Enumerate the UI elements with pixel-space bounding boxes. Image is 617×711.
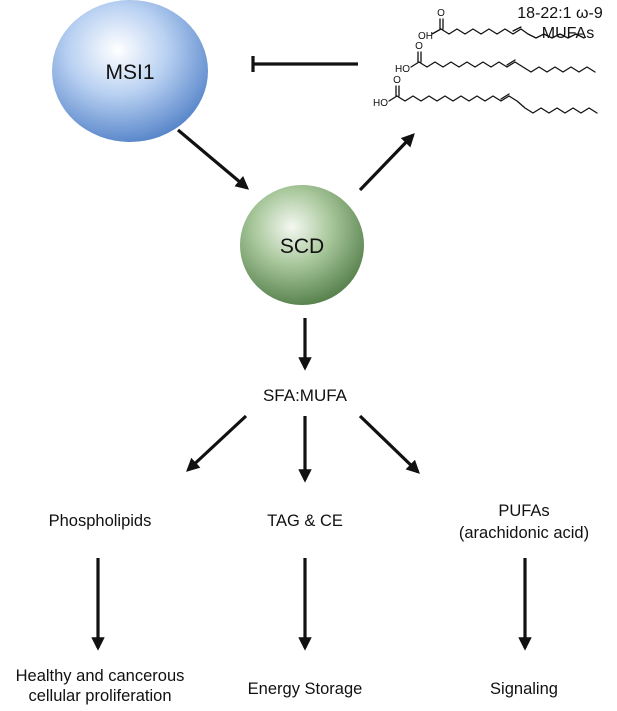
arrow-ratio-to-pufas [358,414,420,474]
scd-circle [240,185,364,305]
mufa3-ho: HO [373,98,388,109]
mufa1-carbonyl-o: O [437,8,445,19]
mufas-label-line2: MUFAs [542,25,594,42]
signaling-label: Signaling [490,680,558,698]
inhibition-line [251,56,358,72]
mufa1-oh: OH [418,31,433,42]
energy-storage-label: Energy Storage [248,680,363,698]
proliferation-label-line2: cellular proliferation [28,687,171,705]
arrow-scd-to-mufas [358,133,415,192]
mufa-structure-3: O HO [373,75,598,114]
pufas-sublabel: (arachidonic acid) [459,524,589,542]
tag-ce-label: TAG & CE [267,512,343,530]
mufa2-ho: HO [395,64,410,75]
mufas-label-line1: 18-22:1 ω-9 [517,5,603,22]
arrow-ratio-to-phospholipids [186,414,248,472]
proliferation-label-line1: Healthy and cancerous [16,667,185,685]
msi1-circle [52,0,208,142]
scd-node: SCD [240,185,364,305]
mufa-structure-1: O OH [418,8,585,42]
mufa3-carbonyl-o: O [393,75,401,86]
pufas-label: PUFAs [498,502,549,520]
mufa2-carbonyl-o: O [415,41,423,52]
msi1-label: MSI1 [105,61,154,84]
sfa-mufa-label: SFA:MUFA [263,386,348,405]
msi1-node: MSI1 [52,0,208,142]
phospholipids-label: Phospholipids [49,512,152,530]
arrow-msi1-to-scd [176,128,250,190]
mufa-structure-2: O HO [395,41,596,75]
scd-label: SCD [280,235,324,258]
